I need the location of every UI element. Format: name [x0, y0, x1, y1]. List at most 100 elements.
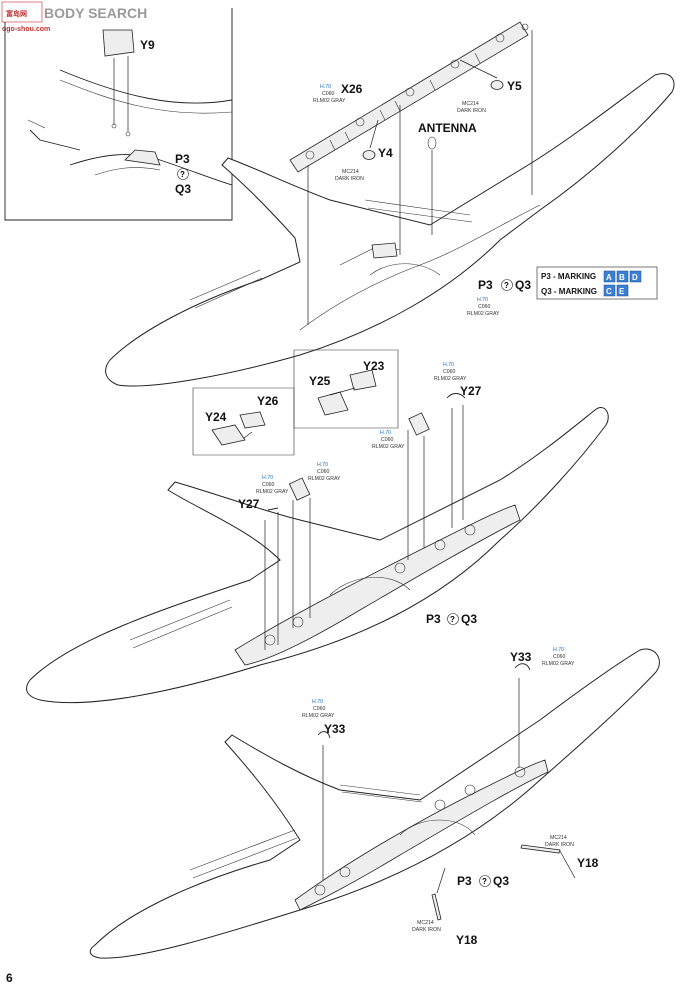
svg-text:P3: P3 — [426, 612, 441, 626]
svg-text:B: B — [619, 273, 625, 282]
part-y24-shape — [211, 424, 246, 446]
svg-text:H.70: H.70 — [317, 462, 328, 468]
svg-text:DARK IRON: DARK IRON — [545, 842, 574, 848]
label-antenna: ANTENNA — [418, 121, 477, 135]
inset-frame — [4, 8, 233, 221]
label-y5: Y5 — [507, 79, 522, 93]
svg-text:?: ? — [180, 170, 185, 179]
label-y33-right: Y33 — [510, 650, 532, 664]
watermark: 富岛网 BODY SEARCH ogo-shou.com — [1, 1, 147, 33]
svg-text:RLM02 GRAY: RLM02 GRAY — [308, 476, 341, 482]
svg-text:C: C — [606, 287, 612, 296]
svg-text:?: ? — [482, 877, 487, 886]
step1-marking-ref: P3 ? Q3 — [478, 278, 531, 292]
label-x26: X26 — [341, 82, 363, 96]
label-y25: Y25 — [309, 374, 331, 388]
svg-text:DARK IRON: DARK IRON — [457, 108, 486, 114]
part-y25-shape — [317, 391, 349, 416]
svg-text:RLM02 GRAY: RLM02 GRAY — [302, 713, 335, 719]
svg-text:H.70: H.70 — [443, 362, 454, 368]
color-callout-step2-right: H.70 C060 RLM02 GRAY — [434, 362, 467, 382]
svg-text:P3: P3 — [478, 278, 493, 292]
svg-text:H.70: H.70 — [262, 475, 273, 481]
label-y27-right: Y27 — [460, 384, 482, 398]
color-callout-step3-right: H.70 C060 RLM02 GRAY — [542, 647, 575, 667]
part-y23-shape — [349, 369, 377, 391]
svg-text:H.70: H.70 — [320, 84, 331, 90]
step1-wing: X26 Y5 Y4 ANTENNA H.70 C060 RLM02 GRAY M… — [105, 21, 675, 387]
svg-text:C060: C060 — [262, 482, 275, 488]
watermark-brand: BODY SEARCH — [44, 5, 147, 21]
svg-text:MC214: MC214 — [342, 169, 359, 175]
label-y33-left: Y33 — [324, 722, 346, 736]
svg-text:MC214: MC214 — [462, 101, 479, 107]
question-icon — [177, 168, 189, 180]
label-inset-p3: P3 — [175, 152, 190, 166]
color-callout-step2-mid: H.70 C060 RLM02 GRAY — [308, 462, 341, 482]
svg-text:C060: C060 — [322, 91, 335, 97]
part-y4-shape — [362, 150, 376, 160]
svg-text:MC214: MC214 — [550, 835, 567, 841]
color-callout-y18-left: MC214 DARK IRON — [412, 920, 441, 933]
color-callout-antenna: H.70 C060 RLM02 GRAY — [467, 297, 500, 317]
step2-wing: Y25 Y23 Y24 Y26 Y27 Y27 H.70 C060 RLM02 … — [26, 349, 609, 704]
label-y4: Y4 — [378, 146, 393, 160]
color-callout-step2-left: H.70 C060 RLM02 GRAY — [256, 475, 289, 495]
svg-text:D: D — [632, 273, 638, 282]
svg-text:E: E — [619, 287, 625, 296]
step3-marking-ref: P3 ? Q3 — [457, 874, 509, 888]
watermark-logo-text: 富岛网 — [6, 9, 27, 18]
label-y9: Y9 — [140, 38, 155, 52]
svg-text:H.70: H.70 — [477, 297, 488, 303]
svg-text:H.70: H.70 — [380, 430, 391, 436]
svg-text:RLM02 GRAY: RLM02 GRAY — [256, 489, 289, 495]
label-y18-left: Y18 — [456, 933, 478, 947]
color-callout-y4: MC214 DARK IRON — [335, 169, 364, 182]
part-y26-shape — [239, 411, 266, 429]
svg-text:?: ? — [504, 281, 509, 290]
svg-text:RLM02 GRAY: RLM02 GRAY — [467, 311, 500, 317]
inset-box-y24-y26 — [192, 387, 295, 456]
label-y24: Y24 — [205, 410, 227, 424]
color-callout-step2-inset: H.70 C060 RLM02 GRAY — [372, 430, 405, 450]
svg-text:RLM02 GRAY: RLM02 GRAY — [434, 376, 467, 382]
label-y18-right: Y18 — [577, 856, 599, 870]
svg-text:Q3: Q3 — [461, 612, 477, 626]
inset-box-y25-y23 — [293, 349, 399, 429]
label-y27-left: Y27 — [238, 497, 260, 511]
label-inset-q3: Q3 — [175, 182, 191, 196]
color-callout-y5: MC214 DARK IRON — [457, 101, 486, 114]
svg-text:C060: C060 — [313, 706, 326, 712]
marking-p3-label: P3 - MARKING — [541, 272, 596, 281]
antenna-icon — [427, 136, 437, 150]
svg-text:RLM02 GRAY: RLM02 GRAY — [372, 444, 405, 450]
svg-text:C060: C060 — [317, 469, 330, 475]
marking-legend: P3 - MARKING A B D Q3 - MARKING C E — [536, 266, 658, 300]
svg-text:C060: C060 — [478, 304, 491, 310]
marking-q3-label: Q3 - MARKING — [541, 287, 597, 296]
svg-text:DARK IRON: DARK IRON — [335, 176, 364, 182]
inset-detail: Y9 P3 ? Q3 — [4, 8, 233, 221]
svg-text:H.70: H.70 — [312, 699, 323, 705]
svg-text:DARK IRON: DARK IRON — [412, 927, 441, 933]
svg-text:H.70: H.70 — [553, 647, 564, 653]
part-x26-shape — [289, 21, 529, 173]
step3-wing: Y33 Y33 Y18 Y18 H.70 C060 RLM02 GRAY H.7… — [89, 647, 660, 959]
svg-text:?: ? — [450, 615, 455, 624]
color-callout-y18-right: MC214 DARK IRON — [545, 835, 574, 848]
svg-text:MC214: MC214 — [417, 920, 434, 926]
svg-text:C060: C060 — [553, 654, 566, 660]
watermark-logo — [1, 1, 43, 23]
label-y23: Y23 — [363, 359, 385, 373]
svg-text:RLM02 GRAY: RLM02 GRAY — [542, 661, 575, 667]
svg-text:C060: C060 — [443, 369, 456, 375]
svg-text:P3: P3 — [457, 874, 472, 888]
label-y26: Y26 — [257, 394, 279, 408]
page-number: 6 — [6, 971, 13, 985]
color-callout-step3-left: H.70 C060 RLM02 GRAY — [302, 699, 335, 719]
svg-text:RLM02 GRAY: RLM02 GRAY — [313, 98, 346, 104]
step2-marking-ref: P3 ? Q3 — [426, 612, 477, 626]
color-callout-x26: H.70 C060 RLM02 GRAY — [313, 84, 346, 104]
svg-text:Q3: Q3 — [493, 874, 509, 888]
